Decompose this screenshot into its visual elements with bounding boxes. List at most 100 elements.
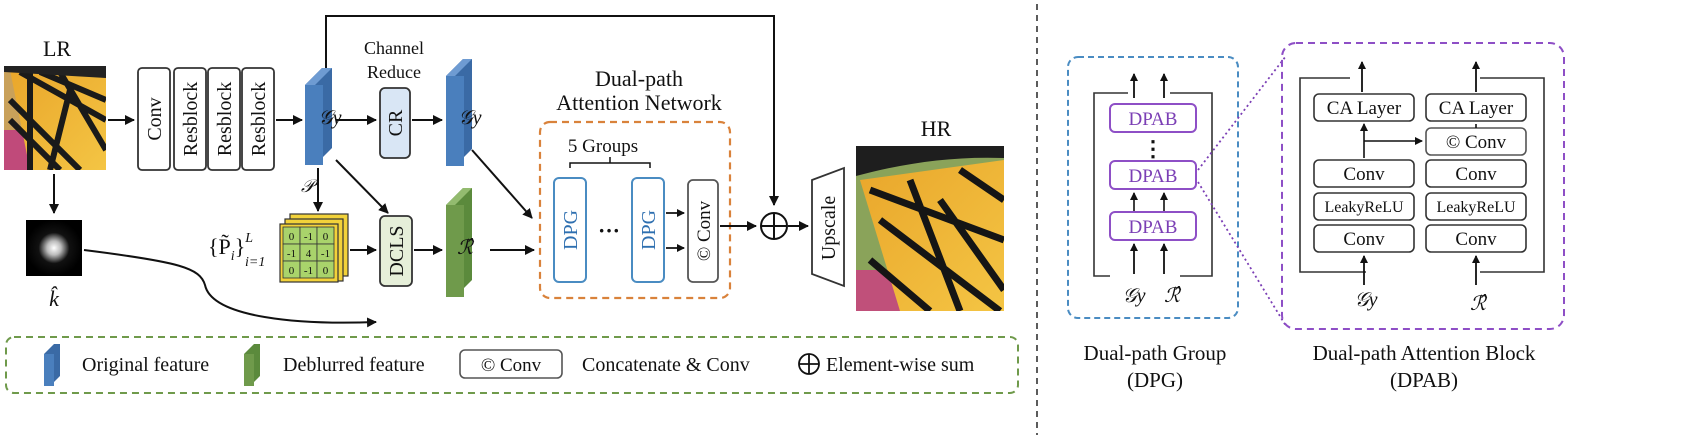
cconv-label: © Conv: [694, 200, 715, 261]
upscale-label: Upscale: [818, 196, 840, 261]
dpg-caption-1: Dual-path Group: [1084, 341, 1227, 365]
lr-label: LR: [43, 36, 71, 61]
resblock-2: [207, 67, 241, 171]
dpg-caption-2: (DPG): [1127, 368, 1183, 392]
legend-cconv-label: © Conv: [481, 355, 542, 376]
ca-layer-right: [1425, 93, 1527, 122]
resblock-2-label: Resblock: [214, 82, 236, 156]
dpab-in-gy: 𝒢y: [1354, 289, 1377, 311]
kernel-cell-value: -1: [287, 248, 296, 260]
p-cal-label: 𝒫: [301, 176, 319, 196]
dpab-block-bottom: [1109, 211, 1197, 241]
kernel-cell-value: 0: [323, 231, 329, 243]
kernel-cell-value: -1: [321, 248, 330, 260]
conv-block: [137, 67, 171, 171]
r-hat-label: ℛ̂: [457, 237, 475, 259]
gy-to-dpg-arrow: [471, 149, 533, 219]
dpab-conv-right-top-label: Conv: [1455, 164, 1497, 185]
dpab-conv-left-top-label: Conv: [1343, 164, 1385, 185]
dpab-block-top: [1109, 103, 1197, 133]
dpab-label-bottom: DPAB: [1129, 217, 1178, 238]
dcls-block: [379, 215, 413, 287]
dpab-panel-box: [1281, 42, 1565, 330]
kernel-cell-value: -1: [304, 231, 313, 243]
dpg-vdots: ⋮: [1142, 136, 1164, 161]
r-hat-feature-block: [446, 188, 472, 297]
dpg-label-2: DPG: [638, 210, 660, 250]
dpg-panel-box: [1067, 56, 1239, 319]
leaky-right-label: LeakyReLU: [1436, 199, 1516, 216]
kernel-cell-value: 0: [289, 231, 295, 243]
dpg-in-r: ℛ̂: [1164, 285, 1182, 307]
dan-dashed-box: [538, 120, 732, 300]
resblock-3: [241, 67, 275, 171]
dpab-block-middle: [1109, 160, 1197, 190]
dpg-ellipsis: ···: [598, 218, 620, 243]
kernel-cell-value: 0: [289, 265, 295, 277]
legend-box: [5, 336, 1019, 394]
dpg-right-skip: [1170, 92, 1213, 277]
gy-label-1: 𝒢y: [318, 107, 341, 129]
dpg-left-skip: [1093, 92, 1128, 277]
conv-label: Conv: [144, 97, 166, 140]
dcls-label: DCLS: [386, 225, 408, 276]
gy-feature-block-2: [446, 59, 472, 166]
zoom-line-bottom: [1197, 181, 1287, 327]
legend-concat-label: Concatenate & Conv: [582, 354, 750, 376]
leaky-right: [1425, 192, 1527, 221]
channel-reduce-label-1: Channel: [364, 38, 424, 58]
dpab-left-skip: [1299, 77, 1366, 273]
upscale-block: [811, 166, 845, 288]
dpab-conv-right-bottom-label: Conv: [1455, 229, 1497, 250]
legend-deblurred-swatch: [244, 344, 260, 386]
ca-layer-left-label: CA Layer: [1327, 98, 1402, 119]
channel-reduce-label-2: Reduce: [367, 62, 421, 82]
dpg-label-1: DPG: [560, 210, 582, 250]
resblock-3-label: Resblock: [248, 82, 270, 156]
ca-layer-right-label: CA Layer: [1439, 98, 1514, 119]
dpab-conv-left-bottom-label: Conv: [1343, 229, 1385, 250]
dpab-conv-left-top: [1313, 159, 1415, 188]
hr-label: HR: [921, 116, 952, 141]
legend-original-label: Original feature: [82, 354, 209, 376]
dpab-conv-right-bottom: [1425, 224, 1527, 253]
kernel-cell: [316, 260, 335, 279]
kernel-to-dcls-curve: [83, 249, 377, 328]
dpab-label-middle: DPAB: [1129, 166, 1178, 187]
dan-title-2: Attention Network: [556, 90, 722, 115]
groups-label: 5 Groups: [568, 136, 638, 157]
dpg-in-gy: 𝒢y: [1122, 285, 1145, 307]
cconv-block: [687, 179, 719, 283]
k-hat-label: k̂: [49, 286, 60, 311]
element-sum-icon: [760, 212, 788, 240]
leaky-left-label: LeakyReLU: [1324, 199, 1404, 216]
resblock-1: [173, 67, 207, 171]
kernel-cell-value: -1: [304, 265, 313, 277]
ca-layer-left: [1313, 93, 1415, 122]
dpab-right-skip: [1480, 77, 1545, 273]
legend-sum-icon: [798, 353, 820, 375]
hr-butterfly-image: [856, 146, 1004, 311]
dan-title-1: Dual-path: [595, 66, 683, 91]
dpab-label-top: DPAB: [1129, 109, 1178, 130]
legend-cconv-box: [459, 349, 563, 379]
legend-deblurred-label: Deblurred feature: [283, 354, 425, 376]
gy-to-dcls-arrow: [335, 159, 389, 214]
kernel-cell-value: 0: [323, 265, 329, 277]
lr-butterfly-image: [4, 66, 106, 170]
zoom-line-top: [1197, 55, 1287, 171]
dpg-block-1: [553, 177, 587, 283]
legend-sum-label: Element-wise sum: [826, 354, 975, 376]
dpab-in-r: ℛ̂: [1470, 293, 1488, 315]
dpab-caption-1: Dual-path Attention Block: [1313, 341, 1536, 365]
blur-kernel-image: [26, 220, 82, 276]
dpab-conv-left-bottom: [1313, 224, 1415, 253]
cr-block: [379, 87, 411, 159]
groups-bracket: [569, 157, 651, 168]
dpab-conv-right-top: [1425, 159, 1527, 188]
dpab-caption-2: (DPAB): [1390, 368, 1458, 392]
resblock-1-label: Resblock: [180, 82, 202, 156]
